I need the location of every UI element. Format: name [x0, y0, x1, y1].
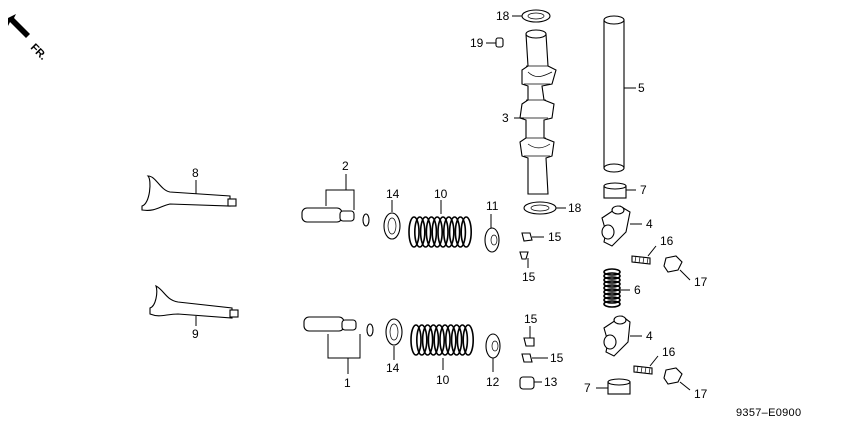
- collar-7-top: [603, 182, 627, 199]
- cotter-15-b: [519, 251, 529, 260]
- seal-14-top: [383, 212, 401, 240]
- adjuster-screw-16-top: [631, 255, 651, 265]
- drawing-code: 9357–E0900: [736, 407, 801, 419]
- rocker-arm-4-top: [601, 205, 631, 247]
- callout-14-top: 14: [386, 187, 400, 201]
- callout-19: 19: [470, 36, 484, 50]
- callout-12: 12: [486, 375, 500, 389]
- cotter-15-d: [521, 353, 533, 363]
- lock-nut-17-bottom: [663, 367, 683, 385]
- callout-10-top: 10: [434, 187, 448, 201]
- callout-13: 13: [544, 375, 558, 389]
- rocker-shaft-5: [603, 15, 625, 173]
- callout-16-bottom: 16: [662, 345, 676, 359]
- valve-spring-10-top: [408, 216, 473, 248]
- callout-16-top: 16: [660, 234, 674, 248]
- valve-spring-10-bottom: [410, 324, 475, 356]
- camshaft-3: [519, 29, 557, 195]
- callout-15-d: 15: [550, 351, 564, 365]
- callout-5: 5: [638, 81, 645, 95]
- lock-nut-17-top: [663, 255, 683, 273]
- direction-label: FR.: [28, 42, 49, 63]
- callout-11: 11: [486, 199, 499, 213]
- callout-7-bottom: 7: [584, 381, 591, 395]
- cotter-15-a: [521, 232, 533, 242]
- callout-1: 1: [344, 376, 351, 390]
- callout-18-bottom: 18: [568, 201, 582, 215]
- callout-17-bottom: 17: [694, 387, 708, 401]
- clip-top: [362, 213, 370, 227]
- callout-3: 3: [502, 111, 509, 125]
- pin-19: [495, 37, 504, 48]
- retainer-11: [484, 227, 500, 253]
- callout-15-b: 15: [522, 270, 536, 284]
- callout-4-bottom: 4: [646, 329, 653, 343]
- callout-10-bottom: 10: [436, 373, 450, 387]
- callout-2: 2: [342, 159, 349, 173]
- callout-7-top: 7: [640, 183, 647, 197]
- washer-18-top: [521, 9, 551, 23]
- rocker-arm-4-bottom: [603, 315, 631, 357]
- valve-cap-13: [519, 376, 535, 390]
- callout-9: 9: [192, 327, 199, 341]
- collar-7-bottom: [607, 378, 631, 395]
- callout-15-c: 15: [524, 312, 538, 326]
- cotter-15-c: [523, 337, 535, 347]
- callout-17-top: 17: [694, 275, 708, 289]
- callout-18-top: 18: [496, 9, 510, 23]
- retainer-12: [485, 333, 501, 359]
- rocker-spring-6: [603, 268, 621, 308]
- washer-18-bottom: [523, 201, 557, 215]
- clip-bottom: [366, 323, 374, 337]
- valve-part-8: [141, 175, 237, 211]
- callout-15-a: 15: [548, 230, 562, 244]
- front-direction-arrow-icon: [8, 14, 30, 38]
- callout-14-bottom: 14: [386, 361, 400, 375]
- callout-4-top: 4: [646, 217, 653, 231]
- valve-guide-2: [301, 207, 355, 223]
- callout-8: 8: [192, 166, 199, 180]
- valve-part-9: [149, 284, 239, 319]
- callout-6: 6: [634, 283, 641, 297]
- adjuster-screw-16-bottom: [633, 365, 653, 375]
- valve-guide-1: [303, 316, 357, 332]
- seal-14-bottom: [385, 318, 403, 346]
